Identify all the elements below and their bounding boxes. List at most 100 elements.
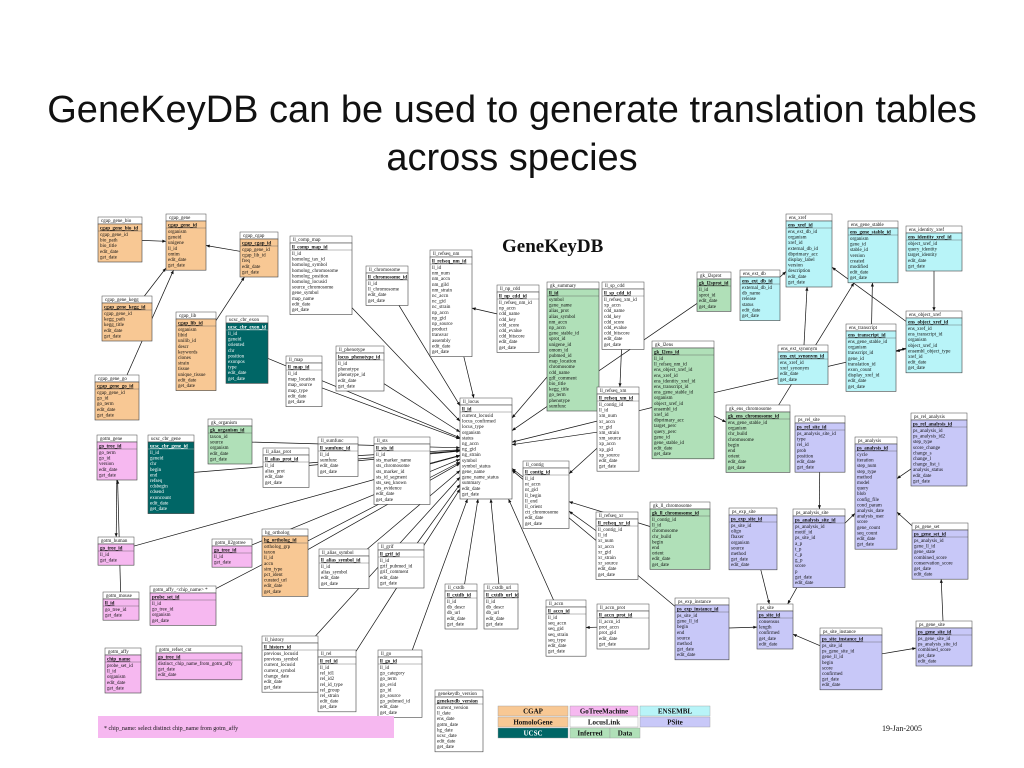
table-name: ens_ext_db: [743, 272, 766, 277]
primary-key: ll_accn_prot_id: [599, 613, 632, 618]
table-field: organism: [152, 613, 171, 618]
table-body: [97, 223, 143, 263]
table-field: exonpos: [228, 360, 245, 365]
table-ps-exp-instance: ps_exp_instanceps_exp_instance_idps_site…: [674, 597, 730, 661]
table-field: query_identity: [908, 248, 938, 253]
table-field: ll_id: [380, 666, 390, 671]
table-field: cgap_lib_id: [242, 254, 266, 259]
table-field: edit_date: [158, 673, 177, 678]
table-field: translation_id: [848, 362, 876, 367]
table-name: ucsc_cbr_gene: [151, 437, 181, 442]
table-field: nt_accn: [525, 483, 541, 488]
slide-title: GeneKeyDB can be used to generate transl…: [47, 89, 977, 179]
table-field: gene_count: [857, 526, 881, 531]
table-field: edit_date: [462, 487, 481, 492]
primary-key: ll_id: [462, 407, 472, 412]
table-cgap-gene-kegg: cgap_gene_keggcgap_gene_kegg_idcgap_gene…: [101, 295, 153, 342]
table-name: ll_refseq_xm: [600, 389, 626, 394]
table-cgap-lib: cgap_libcgap_lib_idorganismlibidunilib_i…: [175, 311, 217, 391]
table-field: edit_date: [788, 275, 807, 280]
relationship-arrow: [897, 512, 901, 516]
primary-key: ll_refseq_xm_id: [599, 396, 633, 401]
table-field: xp_accn: [599, 442, 616, 447]
table-field: unilib_id: [178, 339, 197, 344]
table-field: organism: [728, 427, 747, 432]
table-field: get_date: [654, 452, 672, 457]
table-field: previous_symbol: [264, 658, 299, 663]
table-field: get_date: [731, 558, 749, 563]
table-field: edit_date: [264, 680, 283, 685]
relationship-arrow: [766, 600, 770, 604]
table-field: unigene: [168, 241, 185, 246]
table-ens-object-xref: ens_object_xrefens_object_xref_idens_xre…: [905, 310, 963, 374]
table-field: xr_source: [598, 562, 618, 567]
primary-key: ll_cxtdb_id: [447, 593, 471, 598]
table-field: orient: [652, 552, 664, 557]
table-field: ortholog_grp: [264, 545, 291, 550]
table-name: ll_accn_prot: [600, 606, 626, 611]
table-field: ens_xref_id: [908, 327, 932, 332]
table-field: confirmed: [822, 672, 843, 677]
legend-item-psite: PSite: [639, 716, 711, 728]
table-field: get_date: [264, 686, 282, 691]
table-gotm-refset-cnt: gotm_refset_cntgo_tree_iddistinct_chip_n…: [155, 645, 243, 681]
table-field: ll_id: [100, 553, 110, 558]
primary-key: ll_comp_map_id: [292, 245, 328, 250]
table-field: go_source: [380, 694, 401, 699]
table-field: score: [822, 666, 833, 671]
primary-key: ens_transcript_id: [848, 333, 886, 338]
table-field: ll_refseq_xm_id: [604, 298, 637, 303]
table-field: rel_strain: [320, 694, 339, 699]
relationship-arrow: [793, 634, 797, 638]
table-field: np_accn: [499, 307, 516, 312]
table-field: edit_date: [288, 394, 307, 399]
table-field: get_date: [210, 457, 228, 462]
table-ll-accn: ll_accnll_accn_idll_idseq_accnseq_gidseq…: [545, 599, 587, 657]
table-field: ps_analysis_id2: [913, 435, 945, 440]
table-field: get_date: [677, 648, 695, 653]
primary-key: ps_exp_site_id: [731, 517, 762, 522]
relationship-arrow: [456, 462, 460, 466]
table-field: ll_accn_id: [599, 620, 620, 625]
table-body: [819, 634, 883, 691]
table-field: p: [795, 570, 798, 575]
primary-key: ens_identity_xref_id: [908, 235, 952, 240]
table-field: get_date: [228, 377, 246, 382]
relationship-arrow: [471, 394, 475, 398]
footnote-text: * chip_name: select distinct chip_name f…: [104, 725, 238, 732]
table-field: score: [857, 520, 868, 525]
primary-key: locus_phenotype_id: [338, 355, 380, 360]
table-field: g_p: [795, 559, 803, 564]
table-field: xr_accn: [598, 545, 614, 550]
table-body: [444, 590, 478, 630]
relationship-arrow: [912, 647, 916, 651]
table-field: sim_type: [264, 567, 283, 572]
table-field: gdf_comment: [549, 376, 577, 381]
table-field: edit_date: [376, 492, 395, 497]
table-ll-contig: ll_contigll_contig_idll_idnt_accnnt_gidl…: [522, 460, 570, 529]
table-field: chr: [150, 462, 157, 467]
relationship-arrow: [902, 347, 906, 351]
table-name: ll_sumfunc: [321, 439, 344, 444]
table-body: [596, 610, 650, 650]
table-name: ll_refseq_xr: [599, 514, 623, 519]
table-field: ens_object_xref_id: [654, 368, 693, 373]
table-field: previous_locusid: [264, 652, 299, 657]
table-field: cgap_gene_id: [97, 391, 125, 396]
relationship-line: [115, 479, 118, 538]
table-field: map_location: [288, 378, 316, 383]
table-field: nm_gild: [432, 283, 449, 288]
table-field: get_date: [797, 466, 815, 471]
table-field: chr: [228, 349, 235, 354]
primary-key: ps_analysis_site_id: [795, 518, 836, 523]
table-ll-refseq-xr: ll_refseq_xrll_refseq_xr_idll_contig_idl…: [595, 511, 639, 580]
table-field: gene_id: [850, 243, 866, 248]
table-hg-ortholog: hg_orthologhg_ortholog_idortholog_grptax…: [261, 528, 309, 597]
table-field: db_url: [486, 611, 500, 616]
primary-key: ll_id: [105, 601, 115, 606]
table-name: ll_cxtdb_url: [487, 586, 512, 591]
table-name: cgap_gene_kegg: [105, 298, 139, 303]
relationship-arrow: [512, 470, 516, 474]
table-field: cdd_name: [604, 309, 625, 314]
table-field: xp_source: [599, 453, 620, 458]
